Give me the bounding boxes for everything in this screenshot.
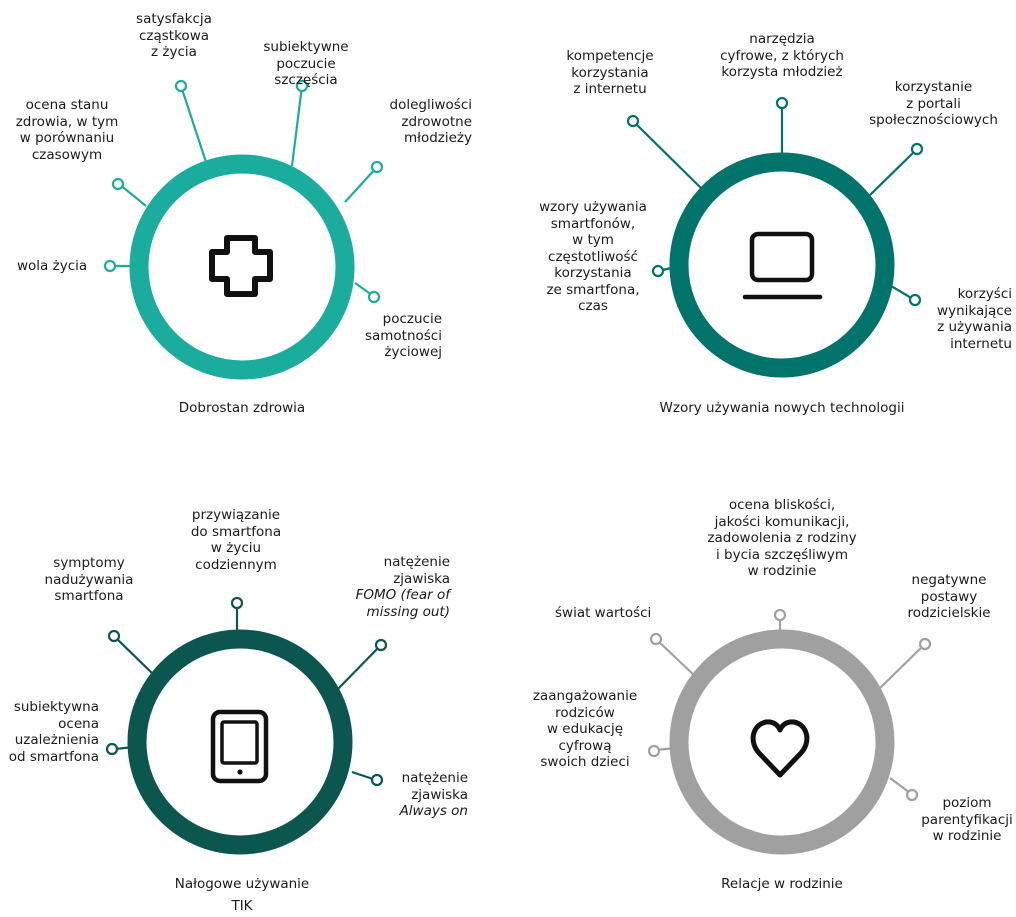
spoke-dot <box>651 264 665 278</box>
spoke-dot <box>105 742 119 756</box>
connector-dots <box>103 79 384 304</box>
spoke-dot <box>647 744 661 758</box>
spoke-dot <box>370 773 384 787</box>
spoke-line <box>889 777 911 794</box>
spoke-line <box>118 183 147 207</box>
spoke-dot <box>370 160 384 174</box>
laptop-icon <box>742 231 823 300</box>
cluster-tik <box>105 596 388 855</box>
spoke-line <box>633 121 703 190</box>
tik-ring <box>127 629 353 855</box>
spoke-line <box>869 149 917 196</box>
connector-lines <box>111 85 378 296</box>
spoke-dot <box>905 788 919 802</box>
spoke-label: świat wartości <box>555 605 652 621</box>
spoke-dot <box>295 79 309 93</box>
spoke-dot <box>649 632 663 646</box>
spoke-dot <box>174 79 188 93</box>
cluster-title: Dobrostan zdrowia <box>178 400 306 416</box>
spoke-dot <box>918 637 932 651</box>
tech-ring <box>669 152 895 378</box>
spoke-dot <box>367 290 381 304</box>
spoke-dot <box>374 638 388 652</box>
spoke-line <box>354 282 373 296</box>
spoke-dot <box>626 114 640 128</box>
spoke-dot <box>773 608 787 622</box>
spoke-label: wola życia <box>17 258 88 274</box>
health-ring <box>129 154 355 380</box>
spoke-dot <box>910 142 924 156</box>
spoke-line <box>344 166 378 203</box>
heart-icon <box>750 719 810 778</box>
spoke-dot <box>111 177 125 191</box>
medical-cross-icon <box>209 235 273 297</box>
connector-dots <box>105 596 388 787</box>
spoke-line <box>656 639 698 679</box>
cluster-family <box>647 608 932 855</box>
spoke-line <box>114 636 155 676</box>
spoke-label: ocena bliskości,jakości komunikacji,zado… <box>707 497 857 579</box>
spoke-dot <box>107 629 121 643</box>
connector-dots <box>626 96 924 307</box>
spoke-line <box>334 645 381 693</box>
spoke-dot <box>103 259 117 273</box>
cluster-health <box>103 79 384 380</box>
spoke-dot <box>775 96 789 110</box>
spoke-dot <box>908 293 922 307</box>
smartphone-icon <box>210 709 269 784</box>
spoke-line <box>877 644 925 691</box>
connector-dots <box>647 608 932 802</box>
cluster-title: Wzory używania nowych technologii <box>659 400 905 416</box>
cluster-tech <box>626 96 924 378</box>
cluster-title: Relacje w rodzinie <box>721 876 843 892</box>
family-ring <box>669 629 895 855</box>
spoke-dot <box>230 596 244 610</box>
spoke-line <box>290 85 304 167</box>
spoke-line <box>179 85 208 163</box>
